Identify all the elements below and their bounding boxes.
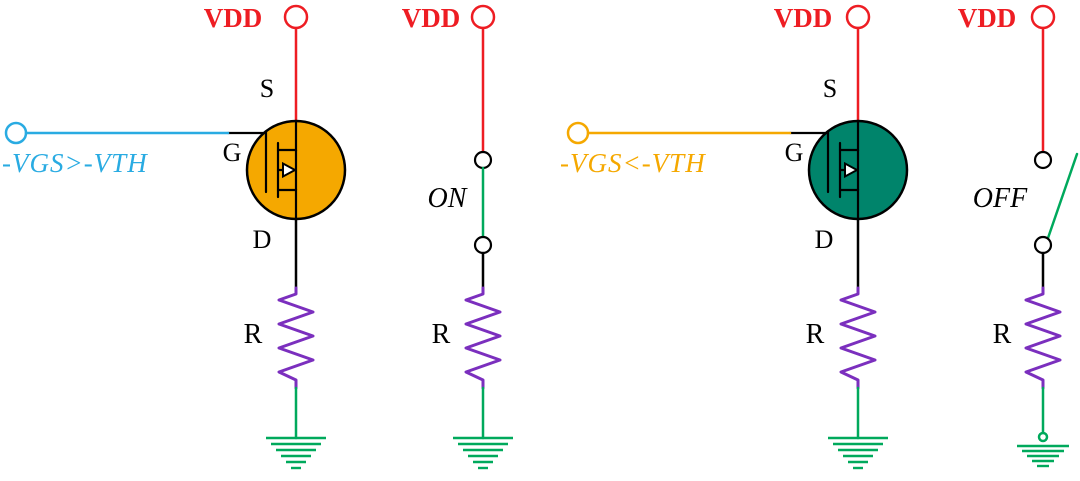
switch-blade-open <box>1046 152 1079 240</box>
resistor <box>277 286 315 390</box>
switch-node-top <box>473 150 493 170</box>
gate-bar <box>788 131 830 194</box>
gate-condition-label: -VGS<-VTH <box>560 148 706 178</box>
ground-icon <box>828 436 888 470</box>
resistor-label: R <box>993 319 1012 350</box>
state-label: ON <box>428 183 468 214</box>
circuit-pmos-conducting: VDD S G -VGS>-VTH D R <box>2 3 347 470</box>
resistor-label: R <box>432 319 451 350</box>
source-label: S <box>260 74 274 103</box>
vdd-label: VDD <box>774 3 833 33</box>
source-label: S <box>823 74 837 103</box>
circuit-switch-open: VDD OFF R <box>958 3 1079 468</box>
resistor <box>839 286 877 390</box>
vdd-label: VDD <box>402 3 461 33</box>
vdd-terminal-icon <box>1030 4 1056 30</box>
body-arrow-icon <box>282 161 298 179</box>
vdd-terminal-icon <box>470 4 496 30</box>
body-arrow-icon <box>844 161 860 179</box>
mosfet-symbol-icon <box>226 119 298 221</box>
gate-condition-label: -VGS>-VTH <box>2 148 148 178</box>
ground-icon <box>266 436 326 470</box>
state-label: OFF <box>973 183 1028 214</box>
circuit-pmos-cutoff: VDD S G -VGS<-VTH D R <box>560 3 909 470</box>
vdd-terminal-icon <box>283 4 309 30</box>
vdd-terminal-icon <box>845 4 871 30</box>
resistor-label: R <box>806 319 825 350</box>
switch-node-top <box>1033 150 1053 170</box>
ground-icon <box>453 436 513 470</box>
gate-label: G <box>223 138 242 167</box>
vdd-label: VDD <box>958 3 1017 33</box>
circuit-switch-closed: VDD ON R <box>402 3 513 470</box>
resistor-label: R <box>244 319 263 350</box>
resistor <box>464 286 502 390</box>
resistor <box>1024 286 1062 390</box>
drain-label: D <box>253 225 272 254</box>
gate-label: G <box>785 138 804 167</box>
vdd-label: VDD <box>204 3 263 33</box>
mosfet-symbol-icon <box>788 119 860 221</box>
switch-node-bottom <box>1033 235 1053 255</box>
gate-terminal-icon <box>4 121 28 145</box>
gate-terminal-icon <box>566 121 590 145</box>
ground-terminal-icon <box>1037 431 1049 443</box>
drain-label: D <box>815 225 834 254</box>
switch-node-bottom <box>473 235 493 255</box>
gate-bar <box>226 131 268 194</box>
ground-icon <box>1017 444 1069 468</box>
